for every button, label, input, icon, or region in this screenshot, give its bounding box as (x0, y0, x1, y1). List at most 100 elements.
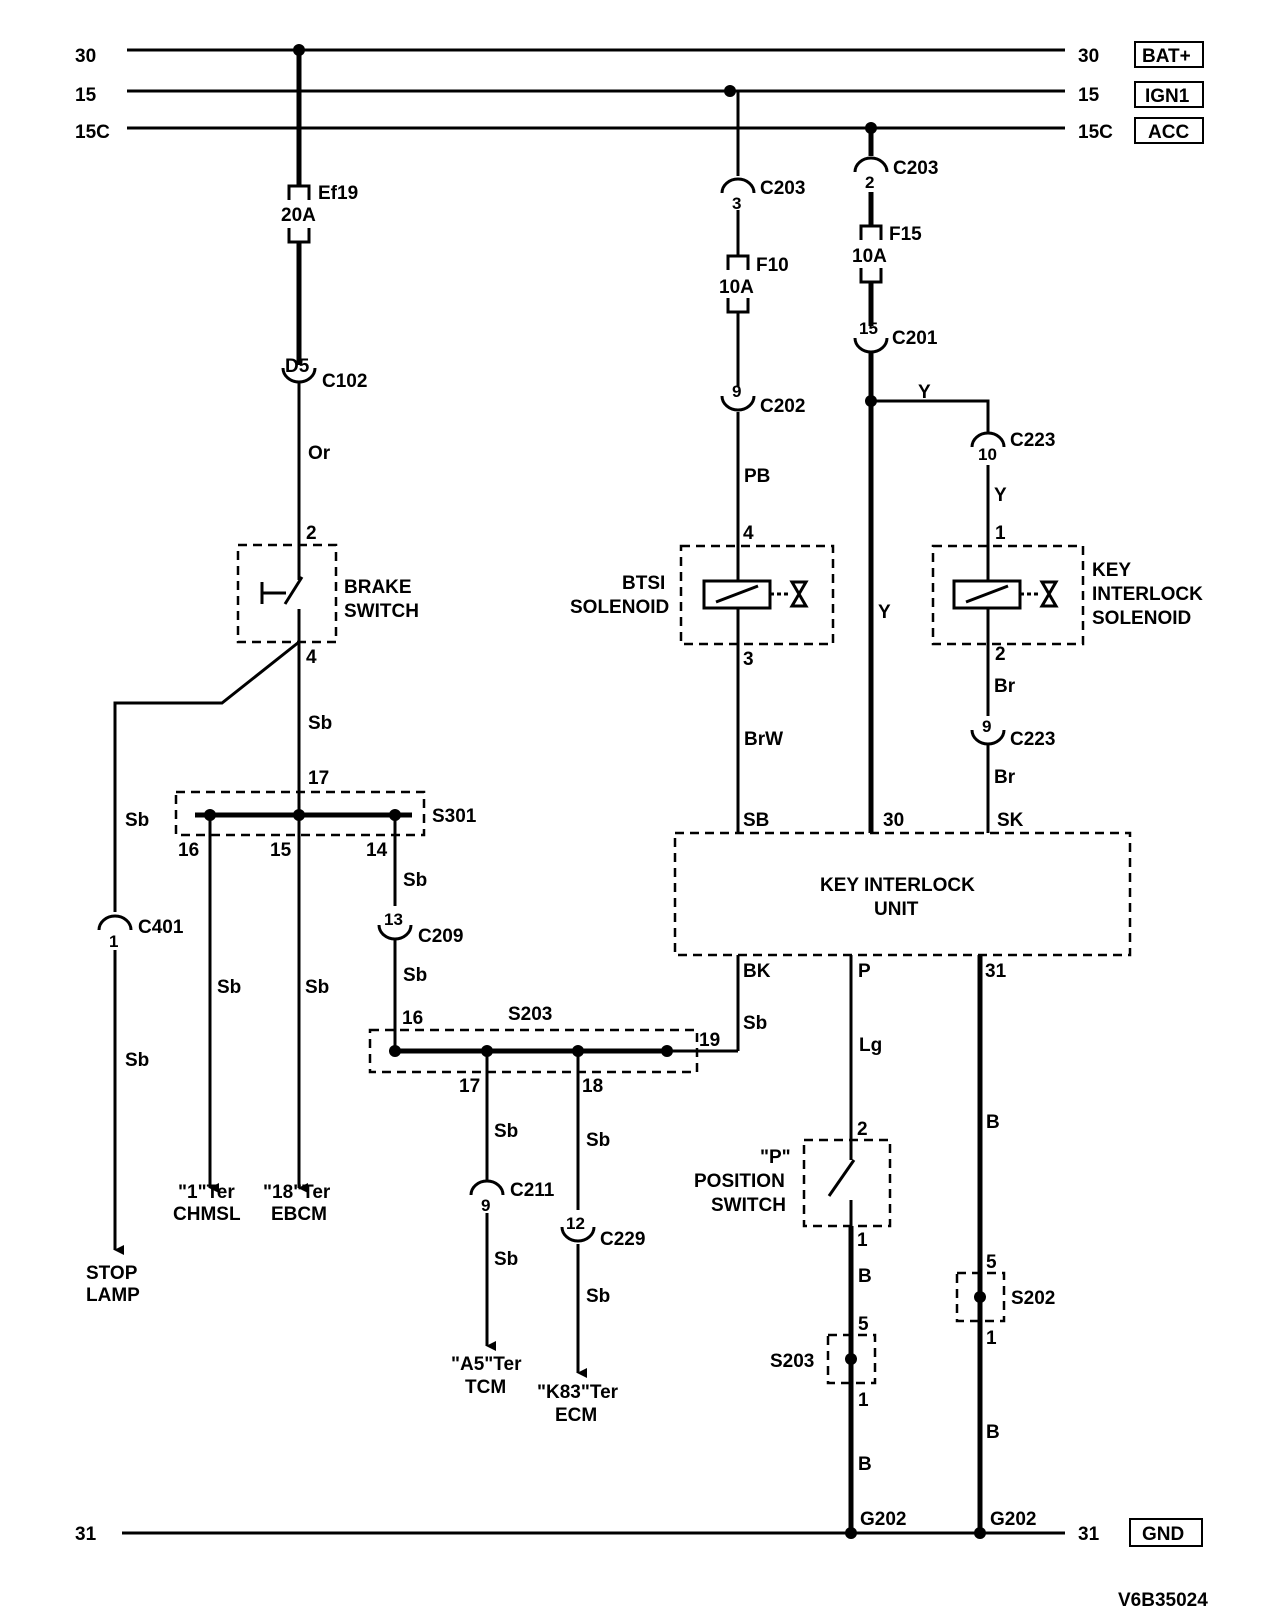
c229-name: C229 (600, 1229, 645, 1250)
wire-b-ps-1: B (858, 1266, 872, 1287)
wire-sb-bk: Sb (743, 1013, 767, 1034)
s203-pin-17: 17 (459, 1076, 480, 1097)
c229-pin: 12 (566, 1214, 585, 1233)
c401-name: C401 (138, 917, 184, 938)
ps-pin-2: 2 (857, 1119, 868, 1140)
fuse-f15-name: F15 (889, 224, 922, 245)
wire-br-bottom: Br (994, 767, 1016, 788)
stop-lamp-label-2: LAMP (86, 1285, 140, 1306)
brake-switch: 2 4 BRAKE SWITCH (236, 523, 419, 668)
c202-name: C202 (760, 396, 805, 417)
wire-pb-label: PB (744, 466, 770, 487)
fuse-f15: F15 10A (852, 224, 922, 284)
ps-label-1: "P" (760, 1147, 791, 1168)
wire-y-top: Y (918, 382, 931, 403)
wire-sb-tcm-1: Sb (494, 1121, 518, 1142)
kiu-label-1: KEY INTERLOCK (820, 875, 975, 896)
wire-sb-tcm-2: Sb (494, 1249, 518, 1270)
wire-lg-label: Lg (859, 1035, 882, 1056)
btsi-label-2: SOLENOID (570, 597, 669, 618)
c223-9-pin: 9 (982, 717, 991, 736)
c102-name: C102 (322, 371, 367, 392)
ebcm-term-label: "18"Ter (263, 1182, 331, 1203)
wire-sb-ebcm: Sb (305, 977, 329, 998)
s301-label: S301 (432, 806, 477, 827)
brake-switch-label-2: SWITCH (344, 601, 419, 622)
wire-y-main: Y (878, 602, 891, 623)
c203-2-pin: 2 (865, 173, 874, 192)
acc-circuit: 2 C203 F15 10A 15 C201 Y Y 10 C223 Y (852, 128, 1203, 833)
kiu-pin-31: 31 (985, 961, 1007, 982)
wire-b-kiu-2: B (986, 1422, 1000, 1443)
rail-30: 30 30 BAT+ (75, 41, 1204, 68)
rail-30-left-label: 30 (75, 46, 96, 67)
p-position-switch: 2 1 "P" POSITION SWITCH (694, 1119, 892, 1251)
rail-15: 15 15 IGN1 (75, 81, 1204, 108)
fuse-f10: F10 10A (719, 254, 789, 314)
kis-label-1: KEY (1092, 560, 1131, 581)
wire-sb-stop-2: Sb (125, 1050, 149, 1071)
gnd-tag: GND (1142, 1524, 1184, 1545)
ps-label-3: SWITCH (711, 1195, 786, 1216)
wire-or-label: Or (308, 443, 331, 464)
s202-pin-5: 5 (986, 1252, 997, 1273)
ebcm-label: EBCM (271, 1204, 327, 1225)
brake-switch-label-1: BRAKE (344, 577, 412, 598)
s203b-label: S203 (770, 1351, 814, 1372)
chmsl-term-label: "1"Ter (178, 1182, 235, 1203)
wire-sb-c209-bottom: Sb (403, 965, 427, 986)
c203-3-pin: 3 (732, 194, 741, 213)
c211-pin: 9 (481, 1196, 490, 1215)
tcm-term-label: "A5"Ter (451, 1354, 522, 1375)
g202-left-label: G202 (860, 1509, 906, 1530)
rail-31-left-label: 31 (75, 1524, 97, 1545)
connector-c223-pin10: 10 C223 (970, 430, 1055, 464)
btsi-label-1: BTSI (622, 573, 665, 594)
c209-name: C209 (418, 926, 463, 947)
c203-3-name: C203 (760, 178, 805, 199)
fuse-f10-name: F10 (756, 255, 789, 276)
btsi-solenoid: 4 3 BTSI SOLENOID (570, 523, 835, 833)
ecm-label: ECM (555, 1405, 597, 1426)
c223-10-name: C223 (1010, 430, 1055, 451)
splice-s202: S202 5 1 (955, 1252, 1055, 1349)
kiu-pin-p: P (858, 961, 871, 982)
wire-br-top: Br (994, 676, 1016, 697)
s202-label: S202 (1011, 1288, 1055, 1309)
connector-c229: 12 C229 (560, 1214, 645, 1250)
stop-lamp-label-1: STOP (86, 1263, 138, 1284)
connector-c202: 9 C202 (720, 382, 805, 417)
splice-s203: S203 16 19 17 18 (368, 1004, 720, 1097)
ps-label-2: POSITION (694, 1171, 785, 1192)
connector-c223-pin9: 9 C223 (970, 717, 1055, 750)
ps-pin-1: 1 (857, 1230, 868, 1251)
key-interlock-solenoid: 1 2 KEY INTERLOCK SOLENOID (931, 523, 1203, 716)
btsi-pin-3: 3 (743, 649, 754, 670)
rail-31-right-label: 31 (1078, 1524, 1100, 1545)
wire-b-kiu-1: B (986, 1112, 1000, 1133)
c211-name: C211 (510, 1180, 555, 1201)
p-switch-circuit: Lg 2 1 "P" POSITION SWITCH B S203 5 1 B … (694, 955, 906, 1539)
kiu-ground-circuit: B S202 5 1 B G202 (955, 955, 1055, 1539)
ecm-branch: Sb 12 C229 Sb "K83"Ter ECM (537, 1051, 645, 1426)
wire-y-kis: Y (994, 485, 1007, 506)
s203-pin-19: 19 (699, 1030, 720, 1051)
btsi-circuit: 3 C203 F10 10A 9 C202 PB 4 3 BTSI (570, 91, 835, 833)
kis-pin-1: 1 (995, 523, 1006, 544)
g202-right-label: G202 (990, 1509, 1036, 1530)
btsi-pin-4: 4 (743, 523, 754, 544)
kiu-label-2: UNIT (874, 899, 919, 920)
rail-15-left-label: 15 (75, 85, 97, 106)
acc-tag: ACC (1148, 122, 1189, 143)
rail-15c-left-label: 15C (75, 122, 110, 143)
wire-sb-brake: Sb (308, 713, 332, 734)
wire-b-ps-2: B (858, 1454, 872, 1475)
s301-pin-17: 17 (308, 768, 329, 789)
connector-c102: D5 C102 (281, 356, 367, 392)
s203-pin-18: 18 (582, 1076, 603, 1097)
kis-label-3: SOLENOID (1092, 608, 1191, 629)
s203b-pin-1: 1 (858, 1390, 869, 1411)
ign1-tag: IGN1 (1145, 86, 1190, 107)
connector-c201: 15 C201 (853, 319, 938, 354)
c201-pin: 15 (859, 319, 878, 338)
